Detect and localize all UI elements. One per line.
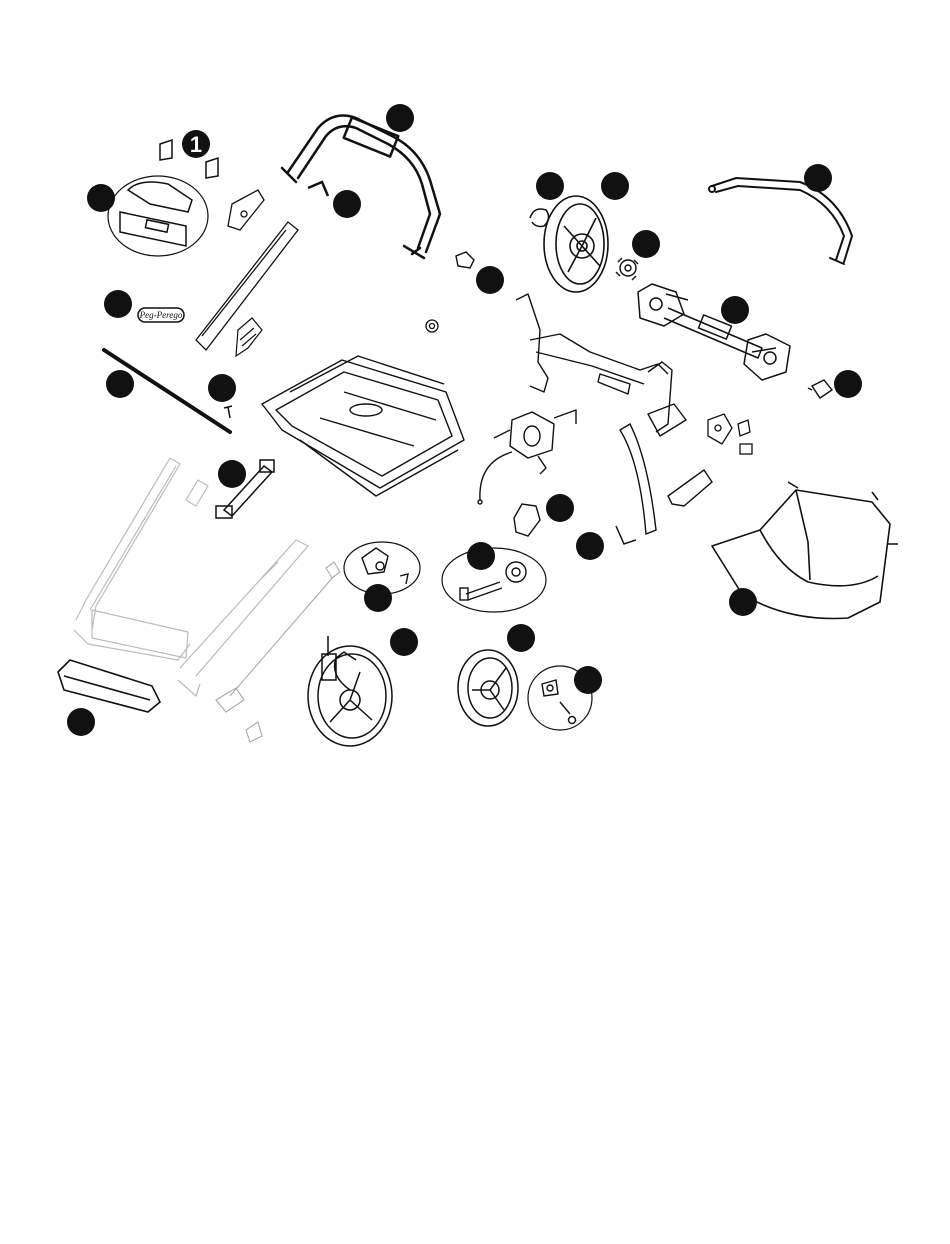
callout-11	[601, 172, 629, 200]
callout-2	[87, 184, 115, 212]
callout-3	[104, 290, 132, 318]
callout-4	[106, 370, 134, 398]
rear-frame-hub-part	[516, 294, 686, 436]
release-lever-part	[668, 470, 712, 506]
callout-22	[574, 666, 602, 694]
callout-23	[729, 588, 757, 616]
hinge-part	[708, 414, 752, 454]
front-swivel-wheel-part	[308, 636, 392, 746]
callout-6	[218, 460, 246, 488]
small-nut-part	[426, 320, 438, 332]
wheel-screw-part	[542, 680, 576, 724]
fold-latch-part	[228, 190, 264, 230]
end-cap-part	[456, 252, 474, 268]
plug-connector-part	[808, 380, 832, 398]
wire-spring-part	[616, 526, 636, 544]
callout-21	[507, 624, 535, 652]
retaining-clip-part	[530, 209, 549, 227]
front-footrest-part	[58, 660, 160, 712]
bumper-bar-part	[709, 178, 852, 264]
rear-axle-assembly-part	[638, 284, 790, 380]
gear-hub-part	[616, 258, 638, 280]
screw-part	[224, 406, 232, 418]
callout-9	[476, 266, 504, 294]
rear-wheel-part	[458, 650, 518, 726]
handle-assembly-inset	[108, 176, 208, 256]
handle-grip-part	[120, 182, 192, 246]
side-rail-part	[620, 424, 656, 534]
large-rear-wheel-part	[544, 196, 608, 292]
svg-text:1: 1	[190, 132, 202, 157]
gasket-part	[514, 504, 540, 536]
callout-18	[467, 542, 495, 570]
callout-16	[546, 494, 574, 522]
callout-20	[390, 628, 418, 656]
callout-15	[834, 370, 862, 398]
callout-1: 1	[182, 130, 210, 158]
spring-pin-part	[236, 318, 262, 356]
brake-hub-part	[478, 410, 576, 504]
brand-badge-logo: Peg-Perego	[139, 310, 183, 320]
axle-bolt-part	[460, 562, 526, 600]
callout-14	[721, 296, 749, 324]
callout-19	[364, 584, 392, 612]
rear-leg-tube-part	[196, 222, 298, 350]
callout-10	[536, 172, 564, 200]
handlebar-pin-part	[308, 182, 328, 196]
callout-8	[333, 190, 361, 218]
callout-13	[804, 164, 832, 192]
wheel-lock-part	[362, 548, 408, 584]
callout-24	[67, 708, 95, 736]
callout-7	[386, 104, 414, 132]
callout-12	[632, 230, 660, 258]
callout-17	[576, 532, 604, 560]
front-frame-part	[74, 458, 308, 696]
callout-5	[208, 374, 236, 402]
handlebar-part	[282, 116, 440, 258]
storage-basket-part	[262, 356, 464, 496]
